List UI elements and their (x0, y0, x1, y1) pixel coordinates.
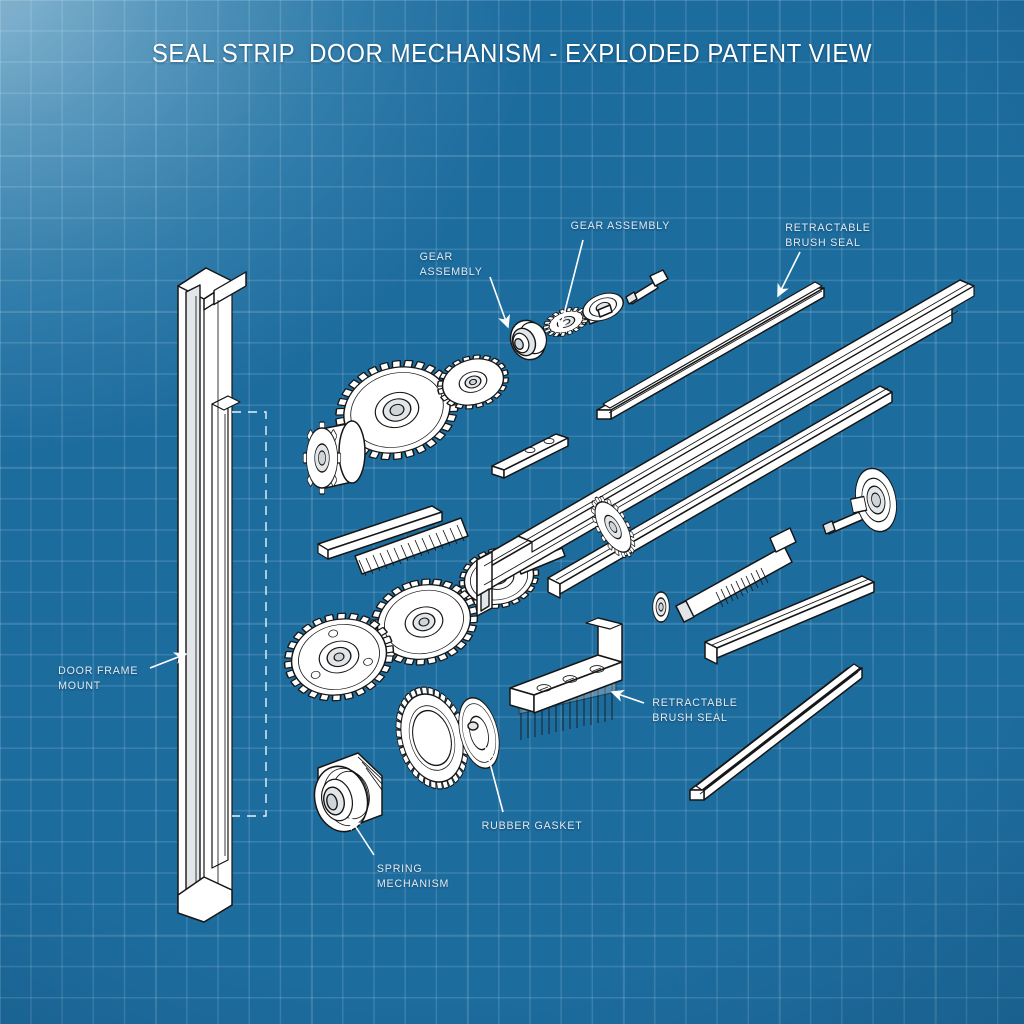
page-title: SEAL STRIP DOOR MECHANISM - EXPLODED PAT… (151, 40, 873, 68)
